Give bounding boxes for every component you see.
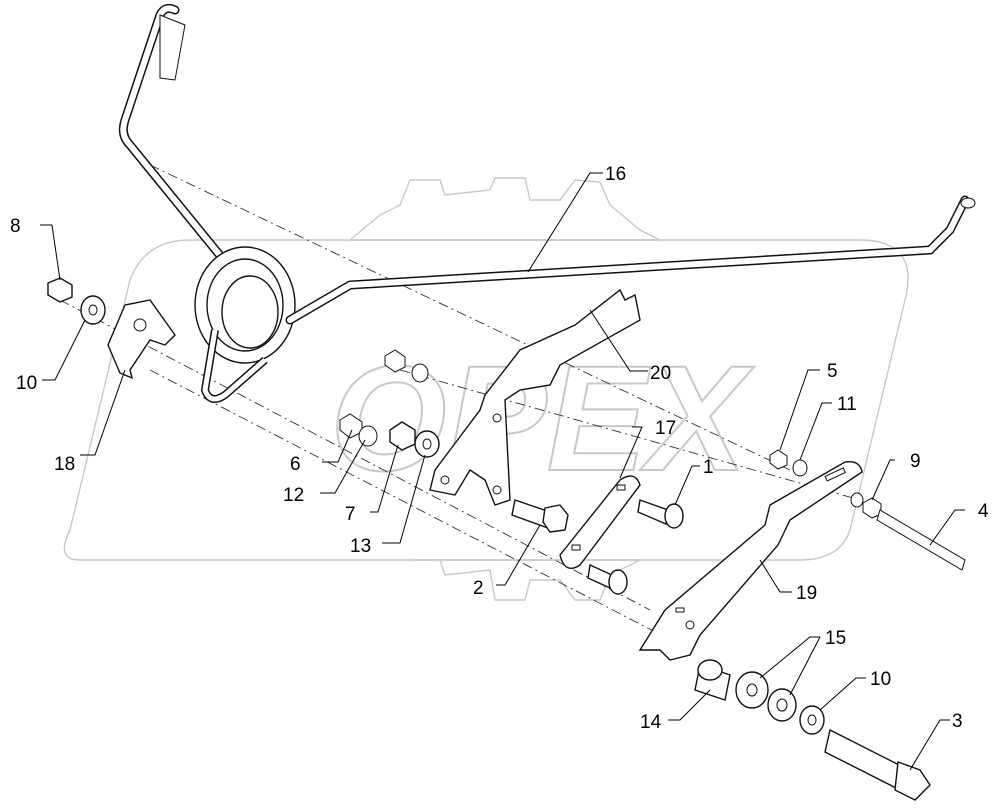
callout-7: 7	[345, 504, 356, 525]
callout-6: 6	[290, 454, 301, 475]
callout-4: 4	[978, 501, 989, 522]
fasteners-left	[47, 277, 440, 458]
callout-12: 12	[283, 485, 304, 506]
callout-20: 20	[650, 363, 671, 384]
bottom-fasteners	[694, 659, 931, 801]
hex-bolt	[511, 499, 569, 533]
callout-10-left: 10	[16, 373, 37, 394]
callout-15: 15	[825, 628, 846, 649]
callout-labels: 8 10 18 6 12 7 13 2 16 20 17 1 5 11 9 4 …	[10, 164, 989, 733]
callout-2: 2	[473, 578, 484, 599]
adjustment-lever	[638, 461, 863, 661]
callout-17: 17	[655, 418, 676, 439]
fasteners-right	[769, 449, 966, 571]
callout-18: 18	[54, 454, 75, 475]
torsion-spring-lever	[118, 3, 976, 403]
callout-16: 16	[605, 164, 626, 185]
link-plate	[559, 475, 641, 569]
callout-1: 1	[703, 457, 714, 478]
callout-8: 8	[10, 216, 21, 237]
callout-11: 11	[837, 394, 857, 415]
assembly-axes	[59, 164, 861, 651]
callout-9: 9	[910, 451, 921, 472]
callout-3: 3	[952, 711, 963, 732]
callout-14: 14	[640, 712, 662, 733]
callout-13: 13	[350, 536, 371, 557]
callout-19: 19	[796, 583, 817, 604]
pivot-bracket	[107, 299, 176, 380]
callout-10-bottom: 10	[870, 669, 891, 690]
leader-lines	[40, 172, 965, 771]
callout-5: 5	[827, 361, 838, 382]
notched-bracket	[429, 288, 641, 506]
carriage-bolts	[587, 499, 684, 595]
